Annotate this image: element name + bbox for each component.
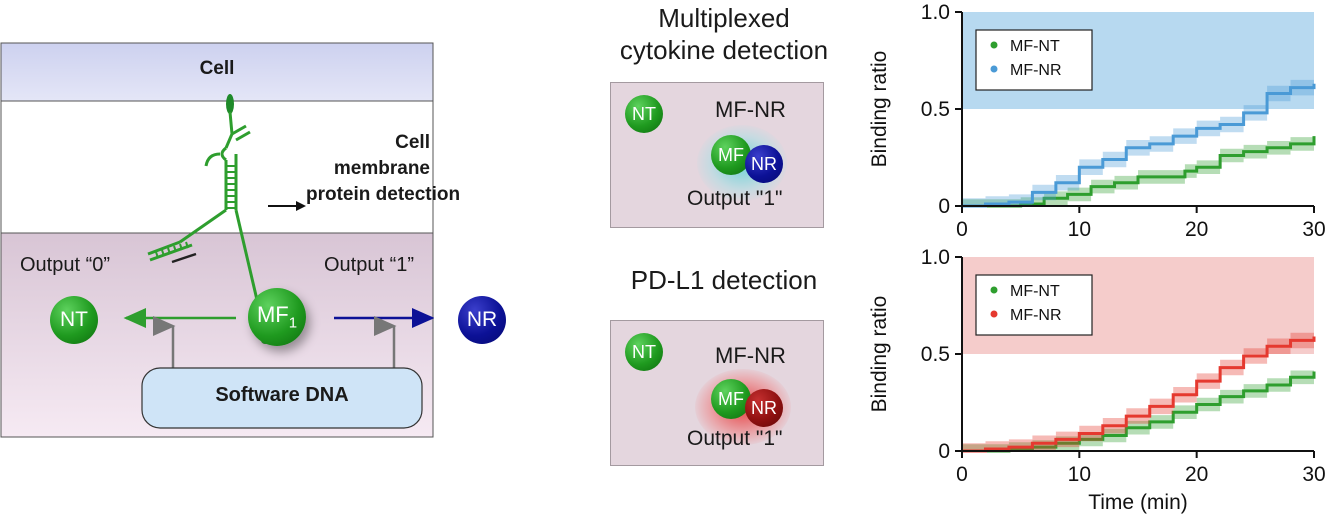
software-dna-box xyxy=(141,367,423,429)
chart-0-series-1-line xyxy=(962,83,1316,208)
pdl1-mf-ball: MF xyxy=(711,379,751,419)
nt-ball: NT xyxy=(50,296,98,344)
chart-1-legend-marker-0 xyxy=(990,286,998,294)
chart-1-series-0-error-band xyxy=(962,364,1314,451)
extracellular-region xyxy=(0,100,434,234)
chart-1-x-tick-label-3: 30 xyxy=(1302,463,1325,486)
chart-0-legend-label-0: MF-NT xyxy=(1010,38,1060,55)
cell-label: Cell xyxy=(199,58,235,79)
software-dna-label: Software DNA xyxy=(215,384,349,406)
output-0-label: Output “0” xyxy=(20,254,111,276)
chart-1-x-tick-label-1: 10 xyxy=(1068,463,1091,486)
chart-1-ylabel: Binding ratio xyxy=(868,296,891,413)
top-middle-title-line2: cytokine detection xyxy=(619,35,829,65)
membrane-protein-icon xyxy=(224,94,251,149)
chart-1-x-tick-label-0: 0 xyxy=(956,463,968,486)
nt-label: NT xyxy=(60,308,88,331)
membrane-diagram: Cell Cell membrane protein detection Out… xyxy=(0,42,461,438)
chart-0-x-tick-label-2: 20 xyxy=(1185,218,1208,241)
pdl1-box: NT MF-NR MF NR Output "1" xyxy=(610,320,824,466)
cytokine-nr-label: NR xyxy=(751,153,777,174)
chart-0-y-tick-label-1: 0.5 xyxy=(921,98,950,121)
membrane-diagram-art xyxy=(0,42,435,438)
chart-1-y-tick-label-0: 0 xyxy=(938,440,950,463)
top-middle-title-line1: Multiplexed xyxy=(658,3,790,33)
cytokine-pair-label: MF-NR xyxy=(715,97,786,122)
cytokine-box: NT MF-NR MF NR Output "1" xyxy=(610,82,824,228)
chart-0-x-tick-label-0: 0 xyxy=(956,218,968,241)
chart-0-legend xyxy=(975,29,1093,91)
output-nr-label: NR xyxy=(466,308,498,331)
chart-0-x-tick-label-3: 30 xyxy=(1302,218,1325,241)
complement-strand xyxy=(171,252,197,264)
chart-0-legend-label-1: MF-NR xyxy=(1010,62,1062,79)
chart-0-y-tick-label-2: 1.0 xyxy=(921,1,950,24)
output-1-label: Output “1” xyxy=(324,254,415,276)
chart-0-y-tick-label-0: 0 xyxy=(938,195,950,218)
top-middle-title: Multiplexed cytokine detection xyxy=(584,2,864,66)
chart-1-series-1-error-band xyxy=(962,328,1314,451)
cytokine-mf-ball: MF xyxy=(711,135,751,175)
mf1-label: MF1 xyxy=(256,302,298,332)
chart-0-ylabel: Binding ratio xyxy=(868,51,891,168)
chart-1-legend-label-1: MF-NR xyxy=(1010,307,1062,324)
chart-0-x-tick-label-1: 10 xyxy=(1068,218,1091,241)
pdl1-output-label: Output "1" xyxy=(687,427,783,450)
chart-0-legend-marker-1 xyxy=(990,65,998,73)
output-nr-ball: NR xyxy=(458,296,506,344)
aptamer-icon xyxy=(147,146,271,344)
chart-1-y-tick-label-2: 1.0 xyxy=(921,246,950,269)
chart-0-series-1-error-band xyxy=(962,76,1314,206)
bottom-middle-title: PD-L1 detection xyxy=(630,265,818,295)
membrane-label-line2: protein detection xyxy=(306,184,461,205)
chart-1-series-1-line xyxy=(962,336,1316,453)
pdl1-nt-ball: NT xyxy=(625,333,663,371)
cytokine-output-label: Output "1" xyxy=(687,187,783,210)
cell-region xyxy=(0,42,434,102)
chart-1-legend-label-0: MF-NT xyxy=(1010,283,1060,300)
cytokine-nt-ball: NT xyxy=(625,95,663,133)
membrane-label: Cell membrane protein detection xyxy=(306,130,461,208)
mf1-ball: MF1 xyxy=(248,288,306,346)
chart-0-series-0-line xyxy=(962,136,1316,208)
chart-1-xlabel: Time (min) xyxy=(1088,491,1188,514)
chart-1-legend-marker-1 xyxy=(990,310,998,318)
chart-0-legend-marker-0 xyxy=(990,41,998,49)
pdl1-mf-label: MF xyxy=(718,388,744,409)
chart-1-y-tick-label-1: 0.5 xyxy=(921,343,950,366)
pdl1-nr-label: NR xyxy=(751,397,777,418)
pdl1-pair-label: MF-NR xyxy=(715,343,786,368)
chart-1-x-tick-label-2: 20 xyxy=(1185,463,1208,486)
cytokine-nt-label: NT xyxy=(632,103,656,124)
cytokine-nr-ball: NR xyxy=(745,145,783,183)
pdl1-nt-label: NT xyxy=(632,341,656,362)
mf1-subscript: 1 xyxy=(288,314,298,332)
cytokine-mf-label: MF xyxy=(718,144,744,165)
pdl1-nr-ball: NR xyxy=(745,389,783,427)
chart-1-legend xyxy=(975,274,1093,336)
membrane-label-line1: Cell membrane xyxy=(333,132,430,179)
